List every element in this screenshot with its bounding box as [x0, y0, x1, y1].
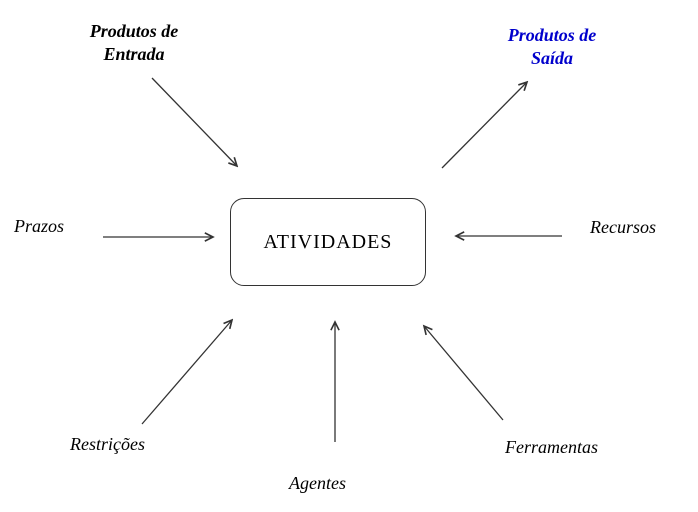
arrow-entrada — [151, 77, 237, 166]
activities-box-label: ATIVIDADES — [263, 230, 393, 253]
label-agentes: Agentes — [289, 473, 346, 493]
arrow-restricoes — [141, 320, 232, 425]
label-restricoes: Restrições — [70, 434, 145, 454]
arrow-ferramentas — [424, 326, 504, 421]
label-produtos-entrada: Produtos de Entrada — [89, 21, 179, 64]
arrow-saida — [441, 82, 527, 169]
activities-box: ATIVIDADES — [230, 198, 426, 286]
label-recursos: Recursos — [590, 217, 656, 237]
label-ferramentas: Ferramentas — [505, 437, 598, 457]
label-produtos-saida: Produtos de Saída — [507, 25, 597, 68]
label-prazos: Prazos — [14, 216, 65, 236]
